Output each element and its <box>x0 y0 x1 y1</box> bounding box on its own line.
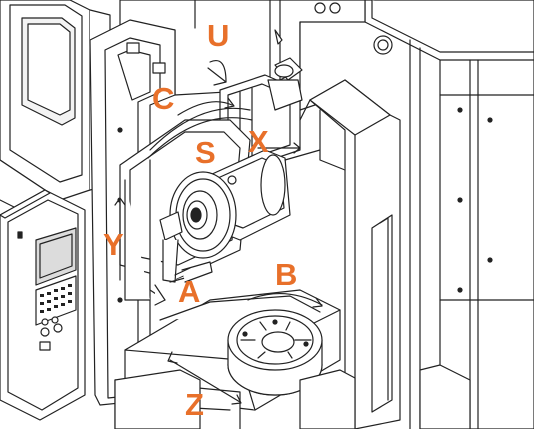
a-arrow <box>174 267 191 276</box>
u-arrow <box>209 60 227 83</box>
right-column <box>267 57 401 429</box>
axis-label-s: S <box>195 135 216 170</box>
b-arrow <box>247 292 323 306</box>
c-arrow <box>177 101 233 116</box>
probe-assembly <box>154 211 213 306</box>
axis-label-z: Z <box>185 387 204 422</box>
z-arrow <box>169 359 241 403</box>
motion-arrows <box>114 60 323 405</box>
axis-label-x: X <box>248 124 269 159</box>
axis-label-a: A <box>178 274 201 309</box>
axis-label-y: Y <box>103 227 124 262</box>
axis-label-c: C <box>152 81 175 116</box>
enclosure-top <box>119 0 366 111</box>
axis-label-u: U <box>207 18 230 53</box>
axis-label-b: B <box>275 257 298 292</box>
control-panel <box>0 189 86 421</box>
grinding-wheel <box>169 171 237 259</box>
machine-base <box>114 364 471 429</box>
rotary-table <box>227 309 323 396</box>
